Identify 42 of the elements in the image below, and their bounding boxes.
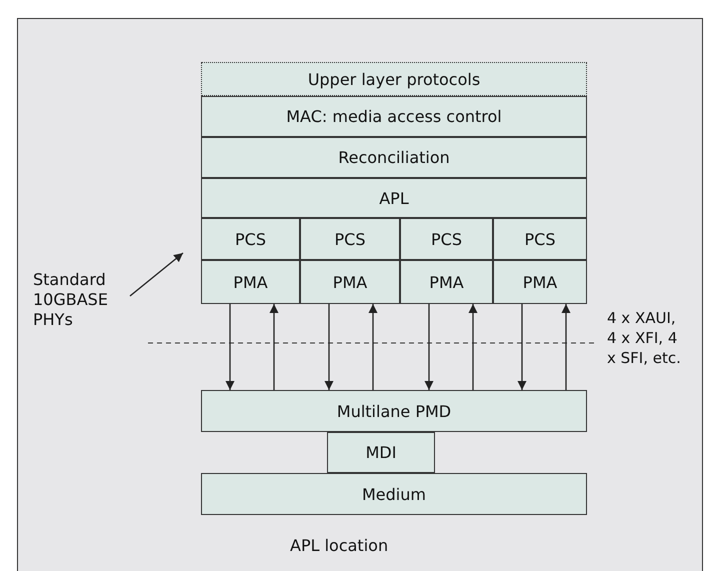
- layer-box: [201, 62, 587, 96]
- layer-label: PMA: [522, 272, 558, 292]
- layer-box: [400, 218, 493, 260]
- layer-label: PMA: [233, 272, 268, 292]
- layer-box: [201, 260, 300, 304]
- arrow: [324, 304, 334, 390]
- caption: APL location: [290, 536, 388, 556]
- arrow: [368, 304, 378, 390]
- layer-label: PMA: [332, 272, 368, 292]
- layer-label: Upper layer protocols: [308, 70, 480, 88]
- layer-label: MAC: media access control: [286, 107, 502, 126]
- layer-label: PMA: [429, 272, 464, 292]
- layer-label: PCS: [524, 230, 556, 248]
- layer-label: Multilane PMD: [336, 402, 452, 420]
- layer-label: APL: [379, 188, 409, 208]
- layer-box: [201, 390, 587, 432]
- layer-label: MDI: [366, 443, 396, 462]
- layer-box: [327, 432, 435, 473]
- arrow: [518, 304, 526, 390]
- arrow: [468, 304, 478, 390]
- layer-label: PCS: [334, 230, 366, 248]
- layer-label: PCS: [431, 230, 462, 248]
- arrow: [226, 304, 234, 390]
- arrow: [130, 252, 184, 296]
- layer-box: [493, 218, 587, 260]
- layer-label: Reconciliation: [338, 148, 450, 167]
- arrow: [270, 304, 278, 390]
- layer-box: [400, 260, 493, 304]
- layer-box: [201, 473, 587, 515]
- layer-box: [300, 218, 400, 260]
- arrow: [424, 304, 434, 390]
- arrow: [562, 304, 570, 390]
- layer-box: [300, 260, 400, 304]
- layer-label: Medium: [362, 484, 426, 504]
- layer-box: [201, 218, 300, 260]
- layer-box: [493, 260, 587, 304]
- layer-label: PCS: [235, 230, 266, 248]
- layer-box: [201, 137, 587, 178]
- annotation-text: Standard 10GBASE PHYs: [33, 270, 123, 330]
- layer-box: [201, 178, 587, 218]
- interface-note: 4 x XAUI, 4 x XFI, 4 x SFI, etc.: [607, 308, 682, 368]
- layer-box: [201, 96, 587, 137]
